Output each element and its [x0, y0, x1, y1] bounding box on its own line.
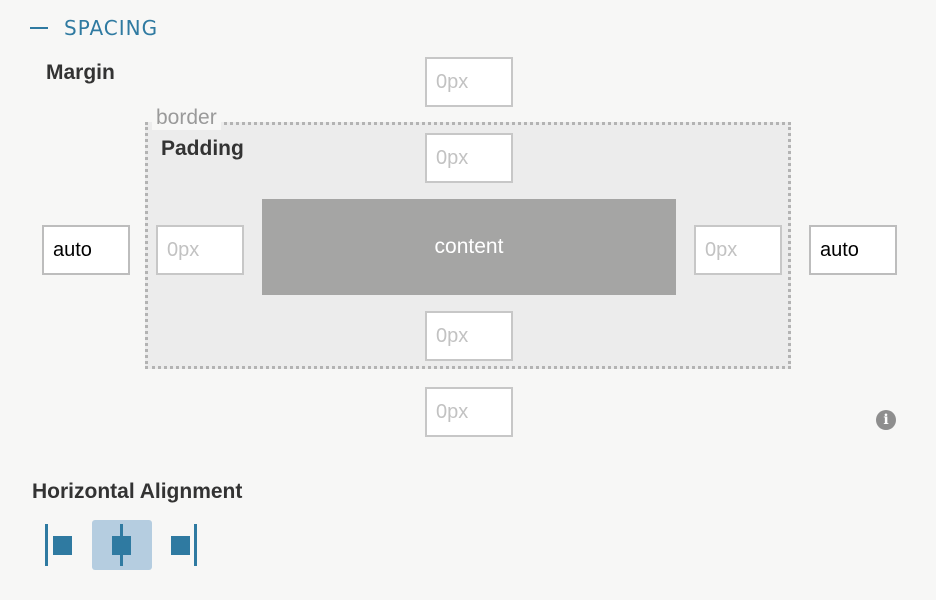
padding-label: Padding — [161, 137, 244, 160]
padding-top-input[interactable] — [425, 133, 513, 183]
align-right-button[interactable] — [152, 520, 212, 570]
margin-label: Margin — [46, 61, 115, 84]
margin-left-input[interactable] — [42, 225, 130, 275]
info-icon[interactable]: i — [876, 410, 896, 430]
margin-bottom-input[interactable] — [425, 387, 513, 437]
padding-left-input[interactable] — [156, 225, 244, 275]
padding-right-input[interactable] — [694, 225, 782, 275]
spacing-section-toggle[interactable]: SPACING — [30, 16, 158, 40]
content-box: content — [262, 199, 676, 295]
padding-bottom-input[interactable] — [425, 311, 513, 361]
margin-top-input[interactable] — [425, 57, 513, 107]
horizontal-alignment-label: Horizontal Alignment — [32, 480, 243, 503]
border-label: border — [152, 106, 221, 130]
margin-right-input[interactable] — [809, 225, 897, 275]
align-center-button[interactable] — [92, 520, 152, 570]
content-label: content — [434, 235, 504, 258]
align-left-button[interactable] — [32, 520, 92, 570]
horizontal-alignment-group — [32, 520, 212, 570]
section-title: SPACING — [64, 16, 159, 40]
minus-icon — [30, 27, 48, 29]
